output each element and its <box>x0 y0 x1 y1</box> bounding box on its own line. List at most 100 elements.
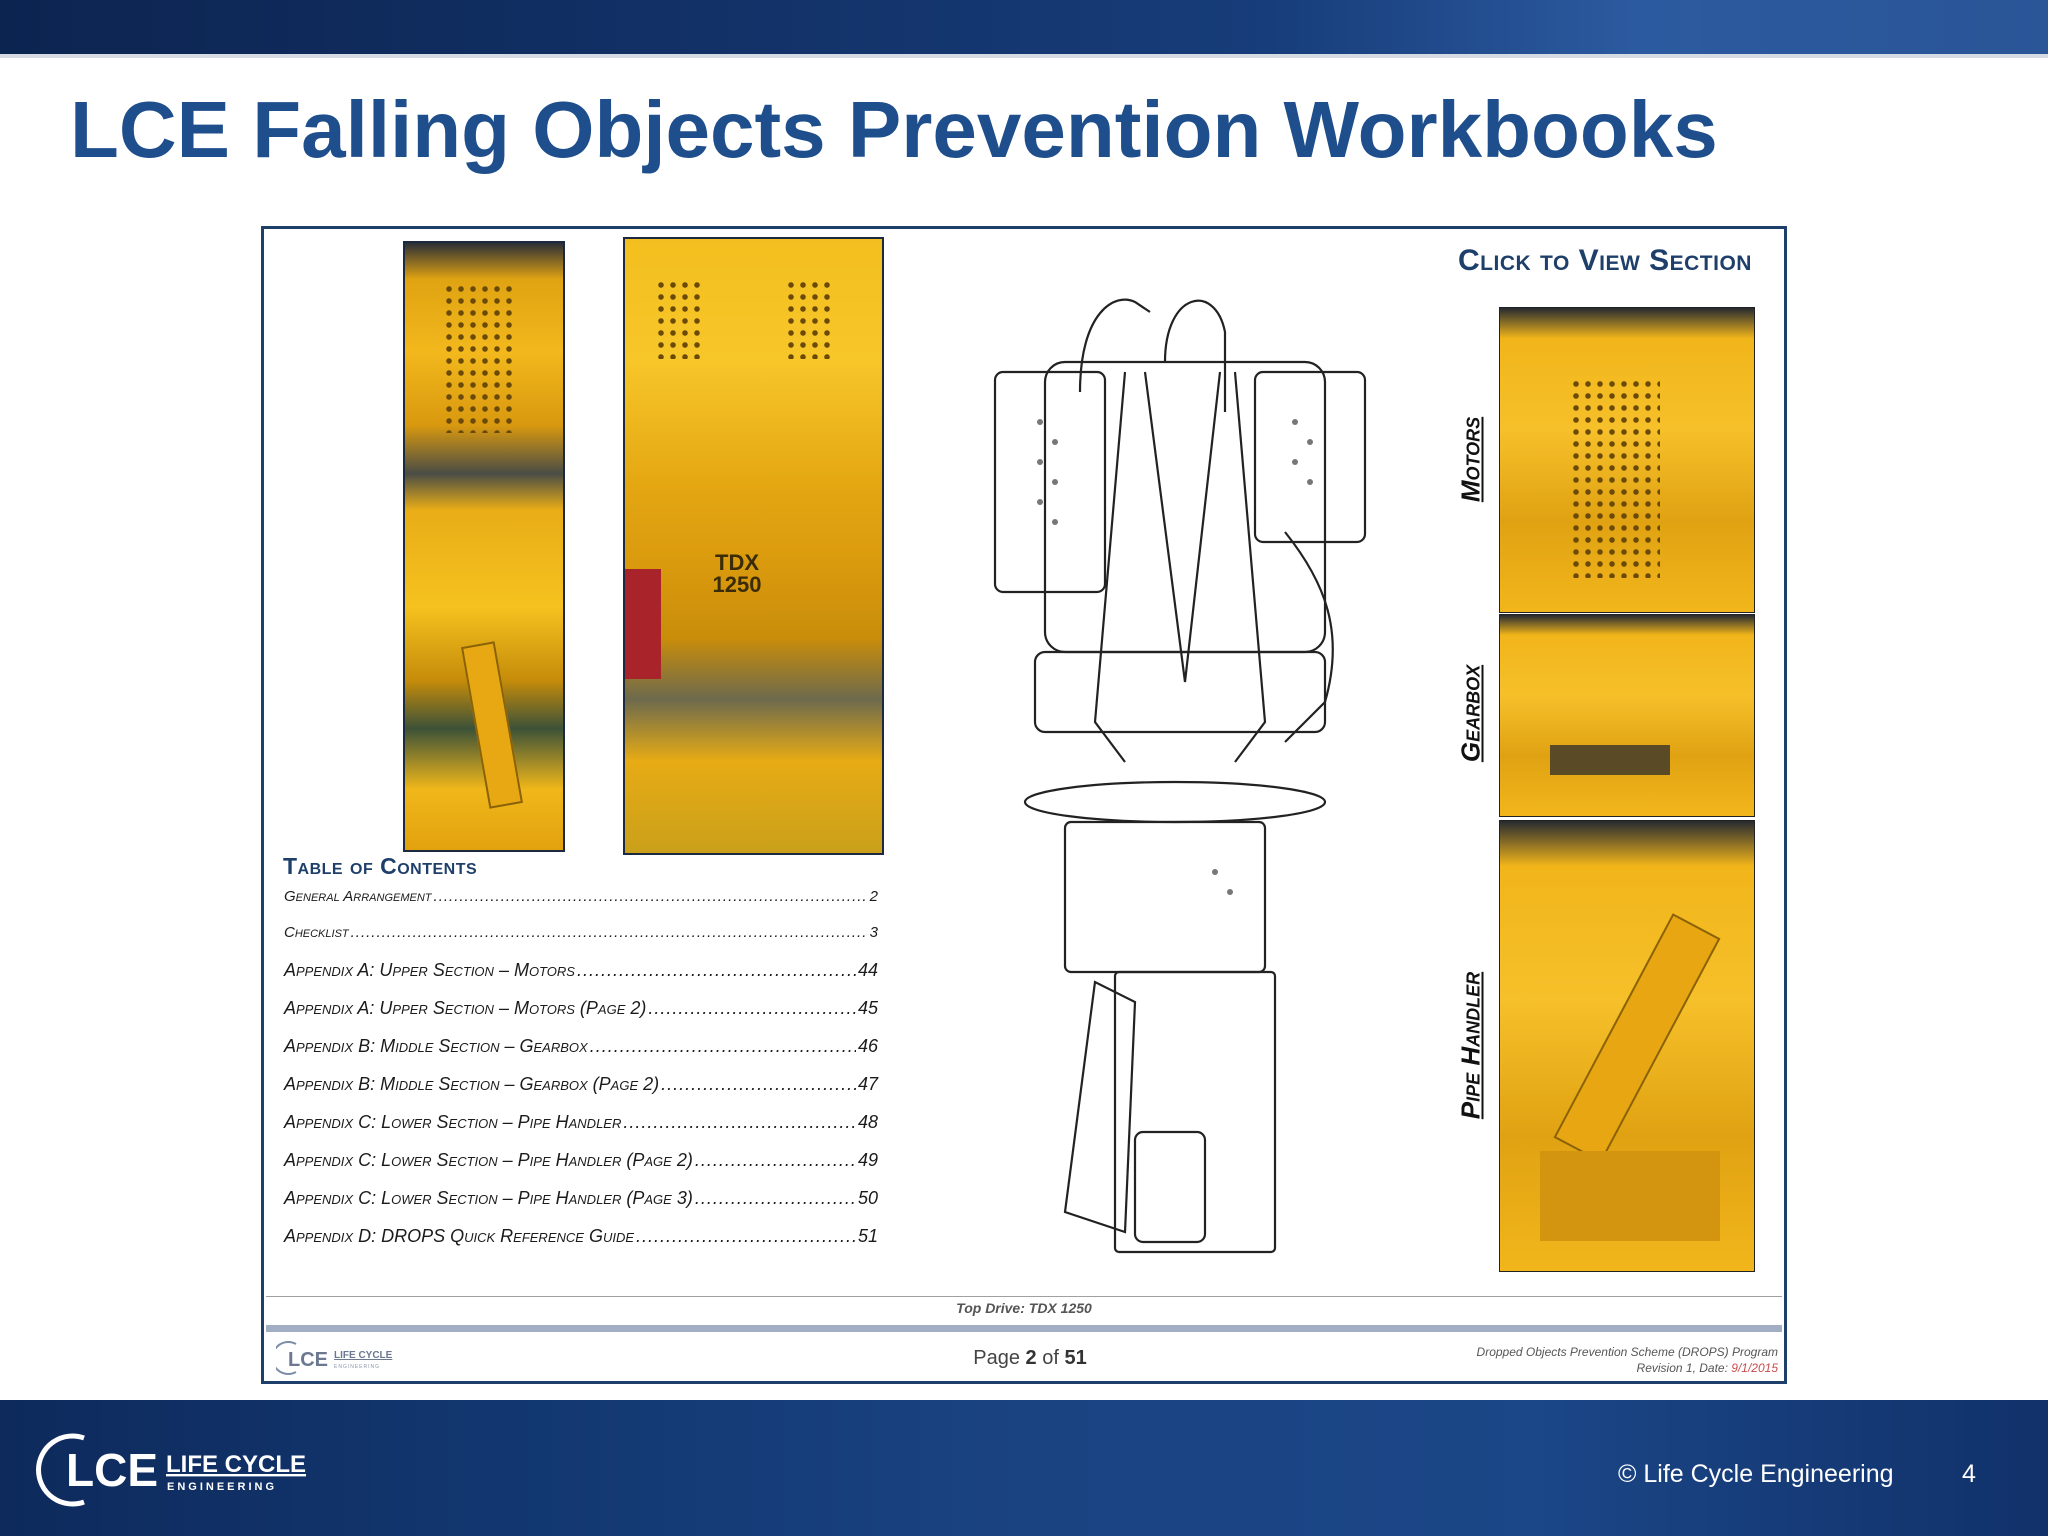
pipe-handler-backup <box>1540 1151 1720 1241</box>
section-label-motors[interactable]: Motors <box>1455 416 1486 503</box>
tdx-stencil-text: TDX <box>715 550 759 575</box>
tdx-stencil-model: 1250 <box>712 572 762 597</box>
toc-entry-page: 47 <box>857 1074 878 1094</box>
toc-entry[interactable]: Appendix A: Upper Section – Motors (Page… <box>284 998 878 1036</box>
drawing-motor-cage-left <box>993 370 1107 594</box>
toc-entry-page: 3 <box>869 924 878 941</box>
section-photo-pipe-handler[interactable] <box>1499 820 1755 1272</box>
page-prefix: Page <box>973 1347 1020 1369</box>
toc-entry-label: Appendix C: Lower Section – Pipe Handler <box>284 1112 622 1132</box>
top-banner <box>0 0 2048 54</box>
toc-entry-page: 46 <box>857 1036 878 1056</box>
drawing-link-tilt <box>1063 980 1137 1234</box>
toc-entry-page: 45 <box>857 998 878 1018</box>
program-name: Dropped Objects Prevention Scheme (DROPS… <box>1476 1345 1778 1359</box>
drawing-torque-tube <box>1113 970 1277 1254</box>
revision-text: Revision 1, Date: <box>1636 1361 1728 1375</box>
motor-grate <box>1570 378 1660 578</box>
revision-line: Revision 1, Date: 9/1/2015 <box>1477 1360 1778 1376</box>
section-label-pipe-handler[interactable]: Pipe Handler <box>1455 971 1486 1120</box>
toc-entry-page: 44 <box>857 960 878 980</box>
doc-footer-lce-logo: LCE LIFE CYCLE ENGINEERING <box>276 1341 393 1375</box>
revision-date: 9/1/2015 <box>1731 1361 1778 1375</box>
section-photo-gearbox[interactable] <box>1499 614 1755 817</box>
toc-entry-page: 49 <box>857 1150 878 1170</box>
toc-entry-label: Appendix C: Lower Section – Pipe Handler… <box>284 1188 693 1208</box>
doc-footer-logo-text: LCE <box>288 1349 328 1371</box>
toc-leader <box>590 1036 856 1057</box>
toc-entry-label: Checklist <box>284 924 349 941</box>
drawing-gooseneck-left <box>1078 298 1151 393</box>
tdx-stencil: TDX 1250 <box>707 552 767 596</box>
drawing-gooseneck-right <box>1163 299 1227 412</box>
lce-logo-sub: ENGINEERING <box>167 1481 277 1493</box>
top-drive-photo-left <box>403 241 565 852</box>
toc-leader <box>577 960 856 981</box>
toc-leader <box>695 1150 856 1171</box>
doc-footer-rule <box>266 1296 1782 1297</box>
red-platform <box>625 569 661 679</box>
toc-entry[interactable]: Appendix D: DROPS Quick Reference Guide 5… <box>284 1226 878 1264</box>
pipe-handler-arm <box>461 641 523 809</box>
toc-list: General Arrangement 2 Checklist 3 Appendix… <box>284 888 878 1264</box>
toc-entry-label: Appendix B: Middle Section – Gearbox (Pa… <box>284 1074 660 1094</box>
toc-entry-page: 50 <box>857 1188 878 1208</box>
toc-entry[interactable]: Appendix B: Middle Section – Gearbox (Pa… <box>284 1074 878 1112</box>
doc-footer-logo-sub: ENGINEERING <box>334 1364 380 1370</box>
toc-entry-page: 51 <box>857 1226 878 1246</box>
top-drive-line-drawing <box>993 298 1367 1254</box>
slide-title: LCE Falling Objects Prevention Workbooks <box>70 85 1718 174</box>
bottom-banner <box>0 1400 2048 1536</box>
motor-grate <box>785 279 835 359</box>
toc-entry-label: General Arrangement <box>284 888 432 905</box>
drawing-hose <box>1284 531 1334 743</box>
drawing-swivel-ring <box>1023 780 1327 824</box>
drawing-saver-sub <box>1133 1130 1207 1244</box>
drawing-pipe-handler <box>1063 820 1267 974</box>
drawing-motor-cage-right <box>1253 370 1367 544</box>
toc-entry[interactable]: Checklist 3 <box>284 924 878 960</box>
slide-number: 4 <box>1962 1460 1976 1488</box>
top-drive-photo-center: TDX 1250 <box>623 237 884 855</box>
toc-leader <box>695 1188 856 1209</box>
doc-page-indicator: Page 2 of 51 <box>930 1347 1130 1370</box>
toc-leader <box>661 1074 856 1095</box>
drawing-bail-frame <box>1093 371 1267 763</box>
toc-leader <box>636 1226 856 1247</box>
page-of: of <box>1042 1347 1059 1369</box>
toc-entry[interactable]: Appendix A: Upper Section – Motors 44 <box>284 960 878 998</box>
toc-entry-label: Appendix A: Upper Section – Motors <box>284 960 575 980</box>
motor-grate <box>655 279 705 359</box>
toc-entry[interactable]: Appendix B: Middle Section – Gearbox 46 <box>284 1036 878 1074</box>
drawing-gearbox <box>1033 650 1327 734</box>
section-photo-motors[interactable] <box>1499 307 1755 613</box>
lce-logo-text: LCE <box>66 1444 158 1496</box>
gearbox-valve-block <box>1550 745 1670 775</box>
toc-entry[interactable]: General Arrangement 2 <box>284 888 878 924</box>
toc-entry-page: 48 <box>857 1112 878 1132</box>
top-banner-divider <box>0 54 2048 58</box>
toc-entry[interactable]: Appendix C: Lower Section – Pipe Handler… <box>284 1188 878 1226</box>
toc-entry-page: 2 <box>869 888 878 905</box>
toc-entry[interactable]: Appendix C: Lower Section – Pipe Handler… <box>284 1150 878 1188</box>
toc-leader <box>623 1112 856 1133</box>
lce-logo: LCE LIFE CYCLE ENGINEERING <box>36 1433 306 1507</box>
toc-leader <box>434 888 868 905</box>
toc-leader <box>648 998 856 1019</box>
toc-entry-label: Appendix D: DROPS Quick Reference Guide <box>284 1226 635 1246</box>
toc-entry-label: Appendix A: Upper Section – Motors (Page… <box>284 998 647 1018</box>
section-label-gearbox[interactable]: Gearbox <box>1455 664 1486 763</box>
toc-title: Table of Contents <box>283 853 478 879</box>
toc-entry-label: Appendix C: Lower Section – Pipe Handler… <box>284 1150 693 1170</box>
doc-footer-bar <box>266 1325 1782 1332</box>
doc-footer-program: Dropped Objects Prevention Scheme (DROPS… <box>1477 1344 1778 1376</box>
click-to-view-heading: Click to View Section <box>1458 244 1752 277</box>
toc-entry-label: Appendix B: Middle Section – Gearbox <box>284 1036 588 1056</box>
toc-entry[interactable]: Appendix C: Lower Section – Pipe Handler… <box>284 1112 878 1150</box>
page-current: 2 <box>1025 1347 1037 1369</box>
drawing-motor-body <box>1043 360 1327 654</box>
pipe-handler-link <box>1553 913 1721 1163</box>
toc-leader <box>351 924 868 941</box>
lce-logo-brand: LIFE CYCLE <box>166 1451 306 1478</box>
doc-footer-caption: Top Drive: TDX 1250 <box>956 1300 1092 1316</box>
